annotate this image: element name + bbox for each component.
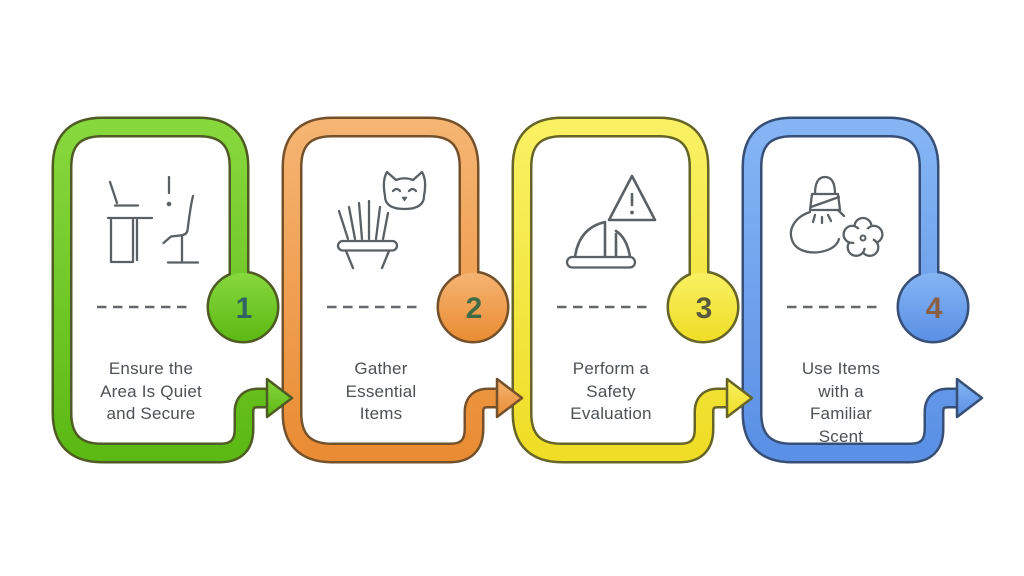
step-number: 3 (696, 292, 713, 325)
step-number-circle (899, 273, 967, 341)
cat-and-grass-planter-icon (336, 170, 427, 270)
card-border (54, 119, 270, 461)
card-border (514, 119, 730, 461)
card-border (284, 119, 500, 461)
arrow-icon (495, 377, 524, 419)
step-label-1: Ensure the Area Is Quiet and Secure (100, 359, 202, 423)
arrow-icon (955, 377, 984, 419)
step-card-1: 1 (43, 110, 313, 490)
step-number-circle (439, 273, 507, 341)
step-card-1-graphic: 1 (51, 116, 294, 464)
step-card-2: 2 (273, 110, 543, 490)
arrow-icon (725, 377, 754, 419)
step-number-circle (209, 273, 277, 341)
step-label-4: Use Items with a Familiar Scent (801, 359, 881, 446)
step-label-3: Perform a Safety Evaluation (570, 359, 652, 423)
step-number-circle (669, 273, 737, 341)
step-label-2: Gather Essential Items (345, 359, 417, 423)
spray-bottle-and-flower-icon (789, 175, 884, 257)
step-card-3: 3 (503, 110, 773, 490)
step-card-3-graphic: 3 (511, 116, 754, 464)
arrow-icon (265, 377, 294, 419)
step-number: 1 (236, 292, 253, 325)
step-number: 4 (926, 292, 943, 325)
step-card-2-graphic: 2 (281, 116, 524, 464)
hard-hat-warning-triangle-icon (565, 174, 657, 269)
step-number: 2 (466, 292, 483, 325)
step-card-4-graphic: 4 (741, 116, 984, 464)
desk-and-chair-icon (106, 175, 200, 264)
step-card-4: 4 (733, 110, 1003, 490)
card-border (744, 119, 960, 461)
